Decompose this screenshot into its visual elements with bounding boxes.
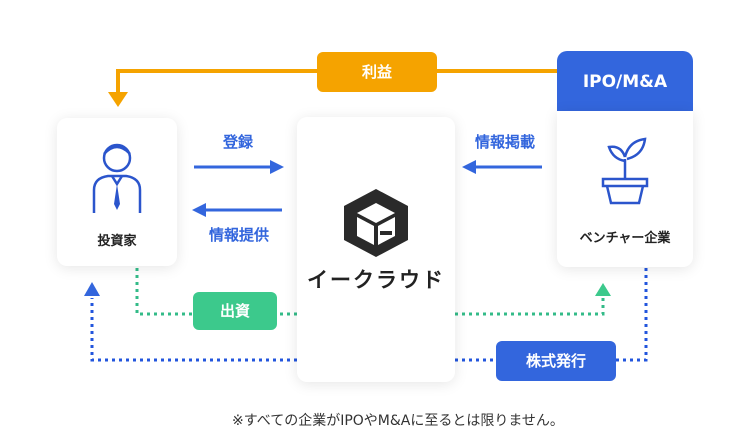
investment-arrowhead — [595, 283, 611, 296]
platform-card — [297, 117, 455, 382]
share-issuance-label: 株式発行 — [525, 352, 586, 370]
share-issuance-badge: 株式発行 — [496, 341, 616, 381]
info-provide-arrowhead — [192, 203, 206, 217]
plant-pot-icon — [599, 137, 651, 205]
profit-badge: 利益 — [317, 52, 437, 92]
register-arrowhead — [270, 160, 284, 174]
info-provide-label: 情報提供 — [208, 226, 269, 244]
investor-label: 投資家 — [97, 234, 137, 249]
investor-card: 投資家 — [57, 118, 177, 266]
venture-card: ベンチャー企業 — [557, 111, 693, 267]
disclaimer-note: ※すべての企業がIPOやM&Aに至るとは限りません。 — [232, 413, 564, 429]
venture-label: ベンチャー企業 — [579, 231, 671, 246]
investment-label: 出資 — [219, 302, 250, 320]
info-listing-arrowhead — [462, 160, 476, 174]
share-arrowhead — [84, 282, 100, 296]
profit-arrowhead — [108, 92, 128, 107]
exit-header: IPO/M&A — [557, 51, 693, 111]
investment-dotted-line — [135, 268, 605, 316]
profit-label: 利益 — [361, 63, 392, 81]
investor-icon — [90, 138, 144, 214]
ecrowd-logo — [341, 187, 411, 259]
investment-badge: 出資 — [193, 292, 277, 330]
platform-name: イークラウド — [307, 268, 445, 292]
exit-label: IPO/M&A — [582, 72, 668, 92]
register-label: 登録 — [222, 133, 253, 151]
info-listing-label: 情報掲載 — [474, 133, 535, 151]
